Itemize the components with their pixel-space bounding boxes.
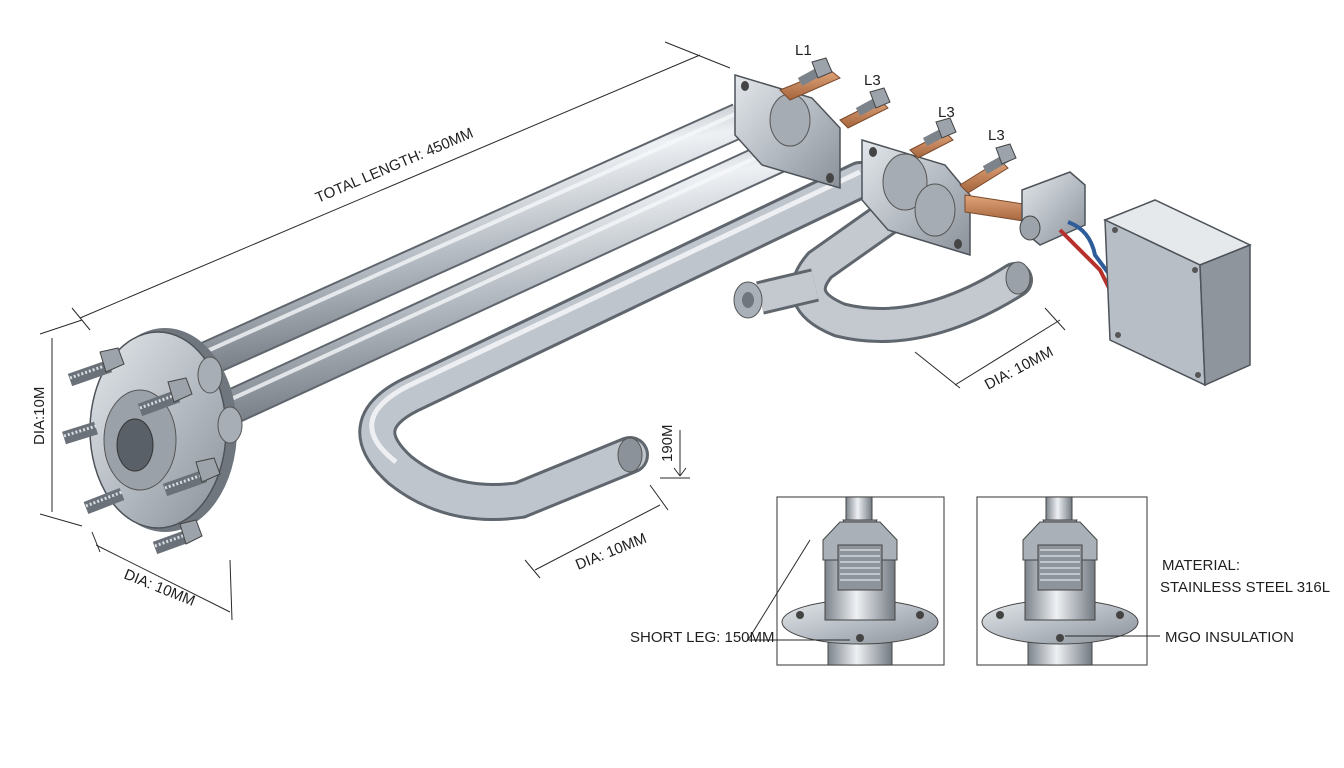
material-title: MATERIAL: [1162,557,1240,574]
cable-connector [1019,171,1114,291]
terminal-studs [797,57,1017,174]
bolt [62,421,98,445]
dimension-u-bend [524,484,669,579]
mgo-insulation-label: MGO INSULATION [1165,629,1294,646]
stud-l1 [797,57,833,86]
stud-l3-c [982,143,1017,174]
bend-height-label: 190M [659,424,676,462]
detail-inset-left [776,496,945,666]
terminal-plate-front [861,138,971,257]
stud-l3-b [922,117,957,146]
thread-lines [1040,549,1080,581]
right-leg-dia-label: DIA: 10MM [982,343,1056,393]
long-tube-upper [197,103,748,377]
terminal-l1-label: L1 [795,42,812,59]
material-value: STAINLESS STEEL 316L [1160,579,1330,596]
terminal-l3-label-b: L3 [938,104,955,121]
short-leg-label: SHORT LEG: 150MM [630,629,775,646]
dimension-flange-vertical [39,319,83,527]
bolt [162,457,221,497]
bolt [83,487,125,515]
stud-l3-a [855,87,891,116]
bolt [137,377,193,417]
thread-lines [840,549,880,581]
long-tube-lower [217,133,798,427]
dimension-total-length [71,41,731,331]
u-bend-dia-label: DIA: 10MM [573,530,649,574]
bolt [152,519,203,555]
flange-vertical-dia-label: DIA:10M [31,387,48,445]
detail-inset-right [976,496,1148,666]
terminal-l3-label-c: L3 [988,127,1005,144]
junction-box [1103,199,1252,387]
leader-lines [747,539,1160,641]
dimension-flange-bottom [91,531,233,621]
terminal-plate-back [734,73,841,190]
flange-bottom-dia-label: DIA: 10MM [122,566,198,610]
terminal-l3-label-a: L3 [864,72,881,89]
total-length-label: TOTAL LENGTH: 450MM [313,125,476,207]
u-bend-tube [358,161,879,521]
dimension-bend-height [660,430,690,479]
bolt [67,347,125,387]
right-bent-tube [733,187,1033,343]
dimension-right-leg [914,307,1066,389]
flange-bolts [62,347,221,555]
